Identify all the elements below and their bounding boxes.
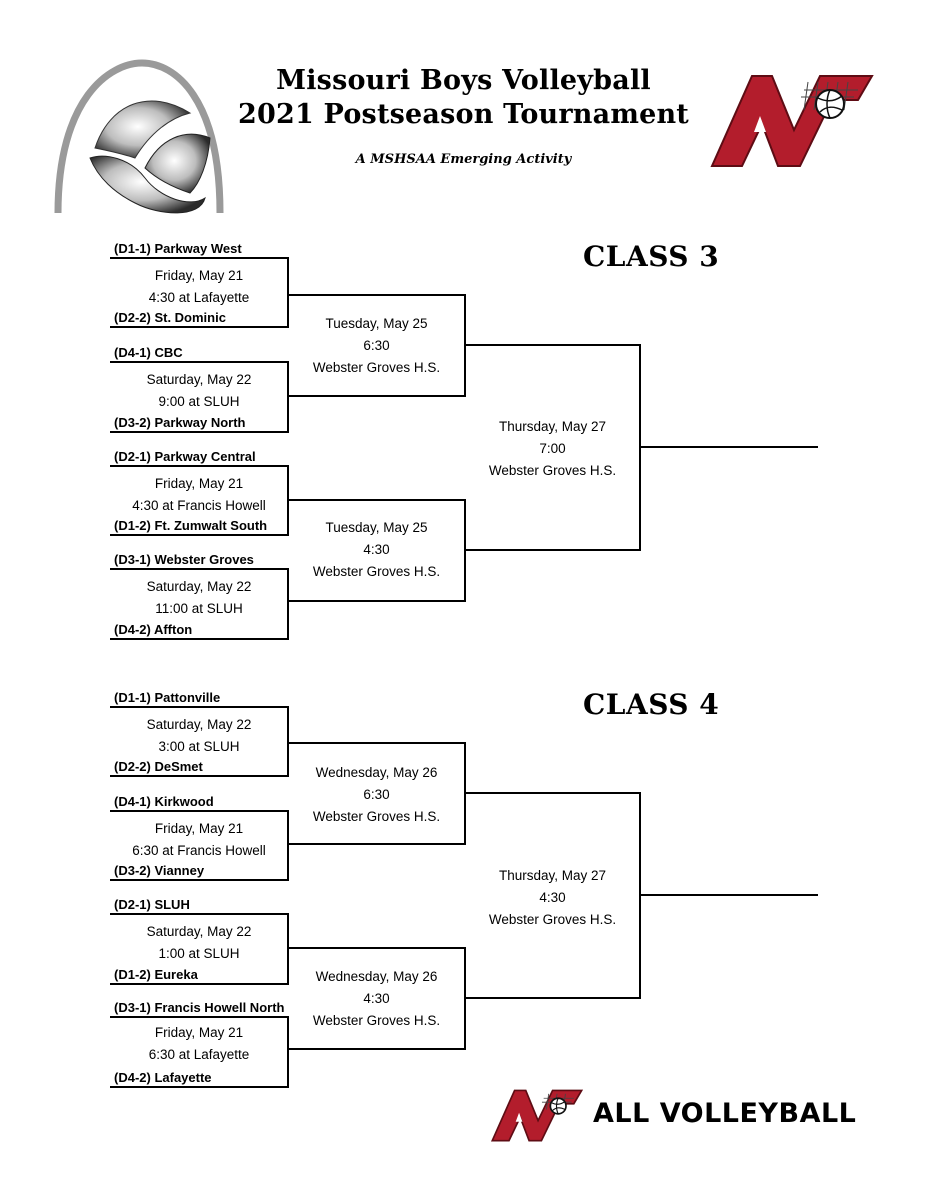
c4-m1-time-site: 3:00 at SLUH	[158, 739, 240, 754]
c4-m3-bottom-team: (D1-2) Eureka	[114, 967, 198, 982]
c4-m1-bottom-team: (D2-2) DeSmet	[114, 759, 203, 774]
c3-m1-top-team: (D1-1) Parkway West	[114, 241, 242, 256]
c4-m4-day: Friday, May 21	[154, 1025, 244, 1040]
c3-semi1-day: Tuesday, May 25	[325, 316, 428, 331]
c3-m2-top-team: (D4-1) CBC	[114, 345, 183, 360]
c4-semi1-time: 6:30	[363, 787, 390, 802]
c4-m3-day: Saturday, May 22	[146, 924, 252, 939]
c4-final-site: Webster Groves H.S.	[488, 912, 617, 927]
page-title-line2: 2021 Postseason Tournament	[238, 99, 689, 130]
c4-final-time: 4:30	[539, 890, 566, 905]
c4-m1-top-team: (D1-1) Pattonville	[114, 690, 221, 705]
class4-heading: CLASS 4	[583, 688, 720, 721]
c4-semi1-day: Wednesday, May 26	[315, 765, 438, 780]
brand-name: ALL VOLLEYBALL	[593, 1098, 857, 1129]
c4-semi2-day: Wednesday, May 26	[315, 969, 438, 984]
c4-semi2-time: 4:30	[363, 991, 390, 1006]
c4-semi2-site: Webster Groves H.S.	[312, 1013, 441, 1028]
av-logo-bottom	[490, 1086, 585, 1144]
c4-m2-top-team: (D4-1) Kirkwood	[114, 794, 214, 809]
c3-m4-bottom-team: (D4-2) Affton	[114, 622, 193, 637]
c3-final-day: Thursday, May 27	[498, 419, 607, 434]
c4-m4-top-team: (D3-1) Francis Howell North	[114, 1000, 285, 1015]
c3-m4-top-team: (D3-1) Webster Groves	[114, 552, 254, 567]
c3-m1-bottom-team: (D2-2) St. Dominic	[114, 310, 226, 325]
c3-m1-time-site: 4:30 at Lafayette	[148, 290, 250, 305]
c3-semi2-site: Webster Groves H.S.	[312, 564, 441, 579]
c4-r1-match2-line	[110, 810, 289, 881]
c3-m2-day: Saturday, May 22	[146, 372, 252, 387]
c3-m1-day: Friday, May 21	[154, 268, 244, 283]
c3-m3-time-site: 4:30 at Francis Howell	[132, 498, 266, 513]
c3-m2-bottom-team: (D3-2) Parkway North	[114, 415, 246, 430]
class3-heading: CLASS 3	[583, 240, 720, 273]
c4-r1-match4-line	[110, 1016, 289, 1088]
c3-m3-top-team: (D2-1) Parkway Central	[114, 449, 256, 464]
c3-m4-time-site: 11:00 at SLUH	[155, 601, 243, 616]
c4-m2-bottom-team: (D3-2) Vianney	[114, 863, 205, 878]
c3-semi1-time: 6:30	[363, 338, 390, 353]
c3-r1-match1-line	[110, 257, 289, 328]
c3-m3-bottom-team: (D1-2) Ft. Zumwalt South	[114, 518, 268, 533]
c3-final-time: 7:00	[539, 441, 566, 456]
c4-m4-time-site: 6:30 at Lafayette	[148, 1047, 250, 1062]
c3-semi2-day: Tuesday, May 25	[325, 520, 428, 535]
c4-m3-time-site: 1:00 at SLUH	[158, 946, 240, 961]
c3-r1-match4-line	[110, 568, 289, 640]
c3-m4-day: Saturday, May 22	[146, 579, 252, 594]
c4-m4-bottom-team: (D4-2) Lafayette	[114, 1070, 212, 1085]
c4-r1-match1-line	[110, 706, 289, 777]
volleyball-arch-logo	[50, 58, 230, 218]
c3-semi2-time: 4:30	[363, 542, 390, 557]
c4-m2-day: Friday, May 21	[154, 821, 244, 836]
page-title-line1: Missouri Boys Volleyball	[276, 65, 651, 96]
c4-semi1-site: Webster Groves H.S.	[312, 809, 441, 824]
c4-final-day: Thursday, May 27	[498, 868, 607, 883]
av-logo-top	[708, 70, 878, 170]
c4-m1-day: Saturday, May 22	[146, 717, 252, 732]
c3-final-site: Webster Groves H.S.	[488, 463, 617, 478]
c3-semi1-site: Webster Groves H.S.	[312, 360, 441, 375]
c4-m2-time-site: 6:30 at Francis Howell	[132, 843, 266, 858]
c4-m3-top-team: (D2-1) SLUH	[114, 897, 190, 912]
c3-m2-time-site: 9:00 at SLUH	[158, 394, 240, 409]
page-subtitle: A MSHSAA Emerging Activity	[355, 152, 572, 167]
c3-m3-day: Friday, May 21	[154, 476, 244, 491]
